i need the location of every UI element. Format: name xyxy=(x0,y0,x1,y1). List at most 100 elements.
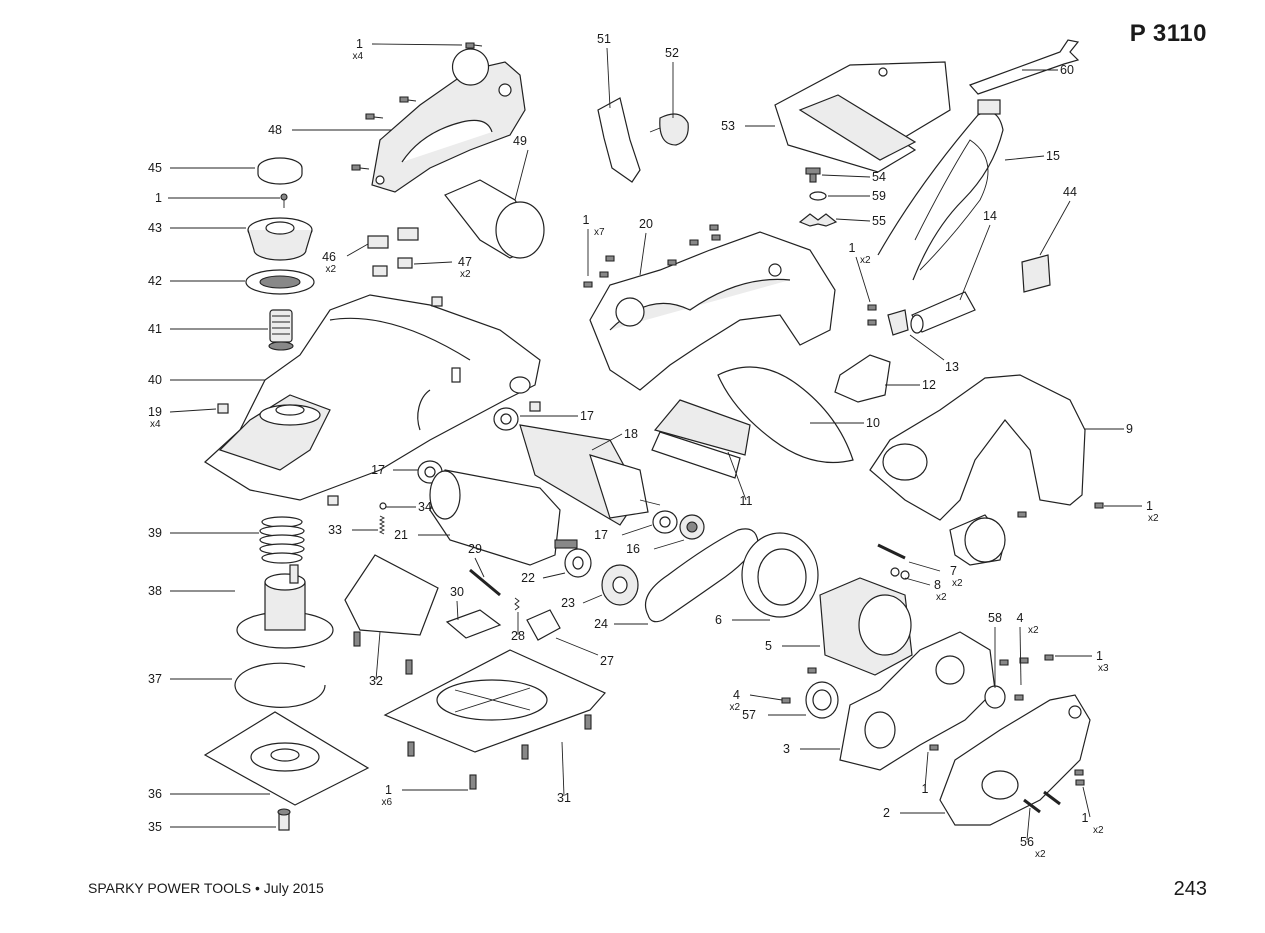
callout-label-40: 40 xyxy=(148,373,162,387)
callout-label-30: 30 xyxy=(450,585,464,599)
part-48-belt-cover xyxy=(371,48,526,193)
callout-qty-56: x2 xyxy=(1035,849,1046,860)
part-41-spindle xyxy=(268,309,294,351)
callout-label-41: 41 xyxy=(148,322,162,336)
callout-qty-8: x2 xyxy=(936,592,947,603)
callout-leader-16 xyxy=(653,539,685,550)
part-60-wrench xyxy=(968,39,1080,95)
callout-qty-1: x3 xyxy=(1098,663,1109,674)
callout-label-27: 27 xyxy=(600,654,614,668)
callout-label-1: 1 xyxy=(356,37,363,51)
callout-label-52: 52 xyxy=(665,46,679,60)
callout-label-4: 4 xyxy=(1017,611,1024,625)
part-42-scale-ring xyxy=(245,269,315,295)
callout-leader-31 xyxy=(561,741,565,797)
part-21-cutter-drum xyxy=(429,469,578,566)
callout-label-35: 35 xyxy=(148,820,162,834)
callout-label-4: 4 xyxy=(733,688,740,702)
part-27-latch xyxy=(526,609,561,641)
callout-leader-32 xyxy=(375,631,381,681)
callout-label-32: 32 xyxy=(369,674,383,688)
callout-qty-1: x2 xyxy=(1093,825,1104,836)
callout-label-56: 56 xyxy=(1020,835,1034,849)
callout-label-55: 55 xyxy=(872,214,886,228)
part-37-ring xyxy=(234,662,326,708)
callout-leader-46 xyxy=(346,243,369,257)
callout-label-23: 23 xyxy=(561,596,575,610)
screws-right-misc xyxy=(781,502,1104,814)
part-6-fan-shroud xyxy=(741,532,819,618)
callout-label-24: 24 xyxy=(594,617,608,631)
part-23-pulley xyxy=(601,564,639,606)
callout-qty-19: x4 xyxy=(150,419,161,430)
callout-label-37: 37 xyxy=(148,672,162,686)
part-18-rotor xyxy=(519,424,661,526)
part-34-ball xyxy=(379,502,387,510)
part-45-cap xyxy=(257,157,303,185)
part-31-base xyxy=(383,649,606,753)
callout-label-39: 39 xyxy=(148,526,162,540)
part-9-rear-housing xyxy=(869,374,1086,566)
callout-label-54: 54 xyxy=(872,170,886,184)
callout-label-46: 46 xyxy=(322,250,336,264)
callout-label-1: 1 xyxy=(849,241,856,255)
callout-label-9: 9 xyxy=(1126,422,1133,436)
part-3-gear-housing xyxy=(839,631,996,771)
callout-qty-47: x2 xyxy=(460,269,471,280)
part-52-knob xyxy=(649,113,689,146)
callout-leader-1 xyxy=(371,43,463,46)
callout-label-19: 19 xyxy=(148,405,162,419)
callout-label-43: 43 xyxy=(148,221,162,235)
callout-label-14: 14 xyxy=(983,209,997,223)
page-number: 243 xyxy=(1173,878,1207,900)
callout-label-29: 29 xyxy=(468,542,482,556)
screws-1-x2-right xyxy=(867,304,877,326)
callout-label-1: 1 xyxy=(155,191,162,205)
callout-leader-7 xyxy=(908,561,941,572)
callout-label-5: 5 xyxy=(765,639,772,653)
part-38-support xyxy=(236,564,334,649)
model-title: P 3110 xyxy=(1129,20,1207,47)
callout-qty-46: x2 xyxy=(325,264,336,275)
callout-leader-20 xyxy=(639,232,647,276)
footer-publisher: SPARKY POWER TOOLS • July 2015 xyxy=(88,880,324,896)
part-54-screw xyxy=(805,167,821,183)
screws-1-x7 xyxy=(583,224,721,288)
callout-leader-23 xyxy=(582,594,603,604)
part-17-bearing-c xyxy=(652,510,678,534)
callout-qty-1: x7 xyxy=(594,227,605,238)
part-1-screw xyxy=(280,193,288,208)
callout-label-22: 22 xyxy=(521,571,535,585)
part-24-drive-belt xyxy=(644,528,759,623)
callout-label-17: 17 xyxy=(371,463,385,477)
part-7-pins xyxy=(877,543,906,560)
callout-leader-13 xyxy=(909,334,945,361)
callout-leader-22 xyxy=(542,572,566,579)
part-43-knob xyxy=(247,217,313,261)
callout-qty-1: x2 xyxy=(1148,513,1159,524)
part-46-brush-holders xyxy=(367,227,419,249)
callout-label-1: 1 xyxy=(385,783,392,797)
callout-leader-54 xyxy=(821,174,871,178)
callout-qty-4: x2 xyxy=(729,702,740,713)
callout-label-1: 1 xyxy=(1096,649,1103,663)
callout-label-48: 48 xyxy=(268,123,282,137)
part-33-spring xyxy=(378,515,386,535)
callout-leader-11 xyxy=(727,451,747,501)
callout-label-18: 18 xyxy=(624,427,638,441)
part-17-bearing-a xyxy=(493,407,519,431)
callout-label-45: 45 xyxy=(148,161,162,175)
screws-1-top xyxy=(351,42,483,171)
callout-label-42: 42 xyxy=(148,274,162,288)
callout-label-1: 1 xyxy=(583,213,590,227)
callout-leader-4 xyxy=(1019,626,1022,686)
callout-leader-29 xyxy=(474,557,485,578)
callout-leader-55 xyxy=(835,218,871,222)
callout-label-12: 12 xyxy=(922,378,936,392)
callout-label-51: 51 xyxy=(597,32,611,46)
callout-leader-49 xyxy=(514,149,529,201)
callout-leader-17 xyxy=(621,524,653,536)
part-49-dust-tube xyxy=(444,179,545,259)
part-5-stator xyxy=(819,577,913,676)
